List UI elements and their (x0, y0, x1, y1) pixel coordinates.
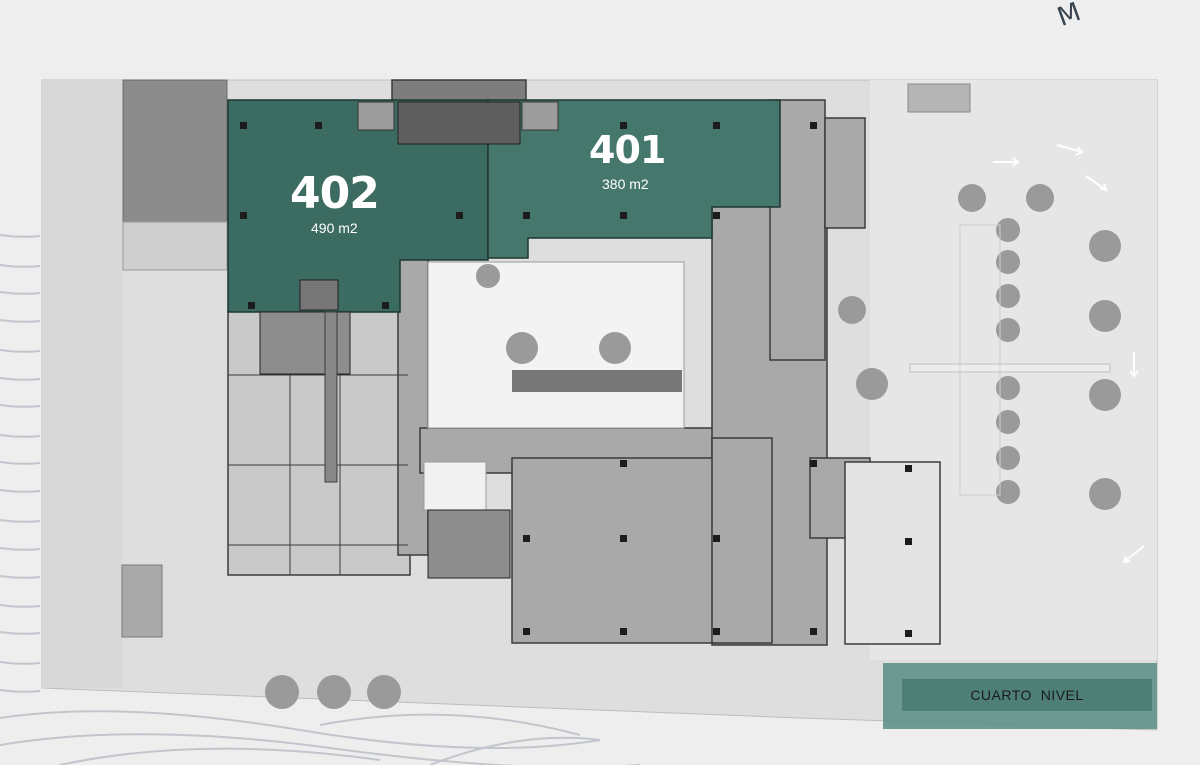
west-strip (42, 80, 122, 688)
unit-401-number: 401 (589, 128, 666, 172)
core-bottom (427, 509, 511, 579)
walkway (909, 363, 1111, 373)
parking-stripe (959, 224, 1001, 496)
trees (265, 184, 1121, 709)
stair-right (521, 101, 559, 131)
unit-402-number: 402 (290, 168, 380, 219)
elevator-core (397, 101, 521, 145)
level-label-box: CUARTO NIVEL (902, 679, 1152, 711)
stair-left (357, 101, 395, 131)
lower-court (423, 461, 487, 511)
columns (240, 122, 912, 637)
courtyard (427, 261, 685, 429)
building-mass (227, 79, 941, 646)
unit-401-shape (487, 99, 781, 259)
west-wing-partitions (228, 311, 408, 575)
adjacent-building (122, 79, 228, 223)
unit-402-area: 490 m2 (311, 220, 358, 236)
unit-401-area: 380 m2 (602, 176, 649, 192)
lower-left-block (122, 221, 228, 271)
contour-lines (0, 234, 640, 765)
grid-pad (121, 564, 163, 638)
courtyard-bench (512, 370, 682, 392)
core-south (299, 279, 339, 311)
hatch-block (907, 83, 971, 113)
flow-arrows (993, 144, 1145, 564)
level-label: CUARTO NIVEL (970, 687, 1084, 703)
